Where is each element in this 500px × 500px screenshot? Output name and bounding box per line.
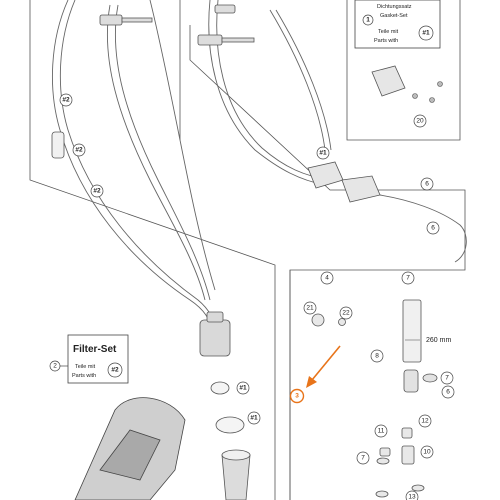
callout-7-mid: 7 xyxy=(440,371,454,385)
hash-ref-6: #1 xyxy=(236,381,250,395)
gasket-set-box: 1 Dichtungssatz Gasket-Set Teile mit Par… xyxy=(354,0,441,49)
svg-text:13: 13 xyxy=(408,494,416,500)
filter-set-parts-de: Teile mit xyxy=(75,364,96,370)
callout-8: 8 xyxy=(370,349,384,363)
screws-top-right xyxy=(412,81,443,103)
svg-text:8: 8 xyxy=(375,353,379,360)
callout-4: 4 xyxy=(320,271,334,285)
callout-6-mid: 6 xyxy=(441,385,455,399)
svg-text:#2: #2 xyxy=(75,147,83,154)
filter-set-parts-en: Parts with xyxy=(72,373,96,379)
fuel-tank-part xyxy=(74,397,186,500)
gasket-set-number: 1 xyxy=(366,17,370,24)
callout-13: 13 xyxy=(405,490,419,500)
svg-text:6: 6 xyxy=(425,181,429,188)
dimension-label: 260 mm xyxy=(426,337,451,344)
callout-3-label: 3 xyxy=(295,393,299,400)
gasket-set-title-de: Dichtungssatz xyxy=(377,4,412,10)
callout-12: 12 xyxy=(418,414,432,428)
svg-text:#2: #2 xyxy=(62,97,70,104)
elbow-connector xyxy=(403,369,438,393)
svg-text:#2: #2 xyxy=(93,188,101,195)
svg-text:#1: #1 xyxy=(239,385,247,392)
hash-ref-7: #1 xyxy=(247,411,261,425)
connector-top-left xyxy=(99,14,153,26)
svg-text:22: 22 xyxy=(342,310,350,317)
svg-text:12: 12 xyxy=(421,418,429,425)
callout-22: 22 xyxy=(339,306,353,320)
filter-set-number: 2 xyxy=(53,363,57,370)
fuel-pump-module xyxy=(199,311,231,357)
svg-text:6: 6 xyxy=(431,225,435,232)
svg-text:7: 7 xyxy=(406,275,410,282)
callout-10: 10 xyxy=(420,445,434,459)
hash-ref-1: #2 xyxy=(59,93,73,107)
gasket-set-parts-en: Parts with xyxy=(374,38,398,44)
svg-text:11: 11 xyxy=(378,428,385,435)
svg-text:7: 7 xyxy=(361,455,365,462)
filter-set-box: Filter-Set Teile mit Parts with #2 2 xyxy=(49,334,129,384)
callout-20: 20 xyxy=(413,114,427,128)
connector-top-middle xyxy=(197,34,255,46)
svg-text:10: 10 xyxy=(423,449,431,456)
svg-text:20: 20 xyxy=(416,118,424,125)
callout-21: 21 xyxy=(303,301,317,315)
svg-text:#1: #1 xyxy=(250,415,258,422)
svg-text:7: 7 xyxy=(445,375,449,382)
small-fitting-parts xyxy=(311,313,425,498)
callout-7-top: 7 xyxy=(401,271,415,285)
connector-top-right xyxy=(214,4,236,14)
gasket-set-title-en: Gasket-Set xyxy=(380,13,408,19)
highlighted-callout-3: 3 xyxy=(289,345,341,404)
hash-ref-2: #2 xyxy=(72,143,86,157)
inline-filter xyxy=(51,131,65,159)
gasket-set-ref: #1 xyxy=(422,30,430,37)
svg-text:21: 21 xyxy=(306,305,314,312)
filter-set-ref: #2 xyxy=(111,367,119,374)
hash-ref-3: #2 xyxy=(90,184,104,198)
hose-260mm xyxy=(402,299,422,363)
hash-ref-5: #1 xyxy=(316,146,330,160)
gasket-set-parts-de: Teile mit xyxy=(378,29,399,35)
svg-text:4: 4 xyxy=(325,275,329,282)
filter-set-title: Filter-Set xyxy=(73,344,117,355)
callout-5: 6 xyxy=(420,177,434,191)
filter-cup xyxy=(221,449,251,500)
callout-7-low: 7 xyxy=(356,451,370,465)
callout-11: 11 xyxy=(374,424,388,438)
valve-assembly xyxy=(307,65,406,203)
sealing-ring-parts xyxy=(210,381,245,434)
callout-6: 6 xyxy=(426,221,440,235)
hose-lines-left xyxy=(51,0,217,331)
svg-text:#1: #1 xyxy=(319,150,327,157)
svg-text:6: 6 xyxy=(446,389,450,396)
dimension-260mm: 260 mm xyxy=(405,337,451,344)
section-frame xyxy=(29,0,466,500)
